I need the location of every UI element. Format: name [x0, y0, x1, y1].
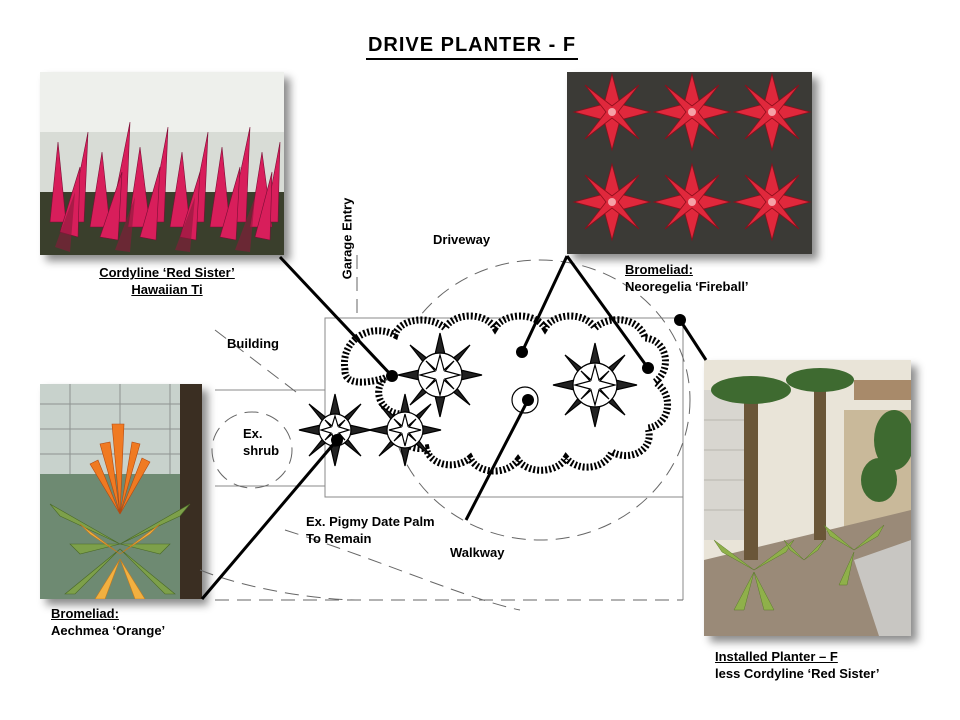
fireball-name: Neoregelia ‘Fireball’ [625, 279, 749, 294]
ex-shrub-outline [211, 411, 293, 489]
bromeliad-fireball-symbol-2 [552, 342, 638, 428]
aechmea-photo [40, 384, 202, 599]
fireball-label: Bromeliad: Neoregelia ‘Fireball’ [625, 261, 749, 295]
driveway-label: Driveway [433, 232, 491, 247]
installed-planter-label: Installed Planter – F less Cordyline ‘Re… [715, 648, 880, 682]
palm-label: Ex. Pigmy Date Palm To Remain [306, 513, 435, 547]
callout-dot-fireball-b [642, 362, 654, 374]
page-title: DRIVE PLANTER - F [0, 34, 944, 60]
bromeliad-fireball-symbol [397, 332, 483, 418]
cordyline-photo [40, 72, 284, 255]
callout-fireball-a [520, 255, 569, 353]
callout-installed [678, 319, 708, 361]
ex-shrub-label: Ex. shrub [243, 425, 279, 459]
callout-dot-palm [522, 394, 534, 406]
ex-shrub-line1: Ex. [243, 426, 263, 441]
callout-aechmea [200, 439, 339, 600]
fireball-header: Bromeliad: [625, 262, 693, 277]
aechmea-header: Bromeliad: [51, 606, 119, 621]
aechmea-name: Aechmea ‘Orange’ [51, 623, 166, 638]
driveway-curve [389, 259, 691, 541]
callout-cordyline [278, 255, 394, 378]
bromeliad-fireball-symbol-3 [368, 393, 442, 467]
installed-planter-photo [704, 360, 911, 636]
aechmea-label: Bromeliad: Aechmea ‘Orange’ [51, 605, 165, 639]
cordyline-label: Cordyline ‘Red Sister’ Hawaiian Ti [62, 264, 272, 298]
aechmea-symbol [298, 393, 372, 467]
cordyline-name: Cordyline ‘Red Sister’ [99, 265, 235, 280]
cordyline-mass [341, 312, 672, 475]
ex-shrub-line2: shrub [243, 443, 280, 458]
garage-entry-label: Garage Entry [339, 197, 355, 280]
callout-palm [464, 399, 530, 521]
callout-dot-fireball-a [516, 346, 528, 358]
walkway-label: Walkway [450, 545, 505, 560]
callout-dot-cordyline [386, 370, 398, 382]
palm-line1: Ex. Pigmy Date Palm [306, 514, 435, 529]
cordyline-common-name: Hawaiian Ti [131, 282, 203, 297]
installed-note: less Cordyline ‘Red Sister’ [715, 666, 880, 681]
callout-dot-aechmea [331, 434, 343, 446]
building-label: Building [227, 336, 279, 351]
callout-fireball-b [565, 255, 650, 369]
installed-header: Installed Planter – F [715, 649, 838, 664]
palm-line2: To Remain [306, 531, 372, 546]
fireball-photo [567, 72, 812, 254]
callout-dot-installed [674, 314, 686, 326]
